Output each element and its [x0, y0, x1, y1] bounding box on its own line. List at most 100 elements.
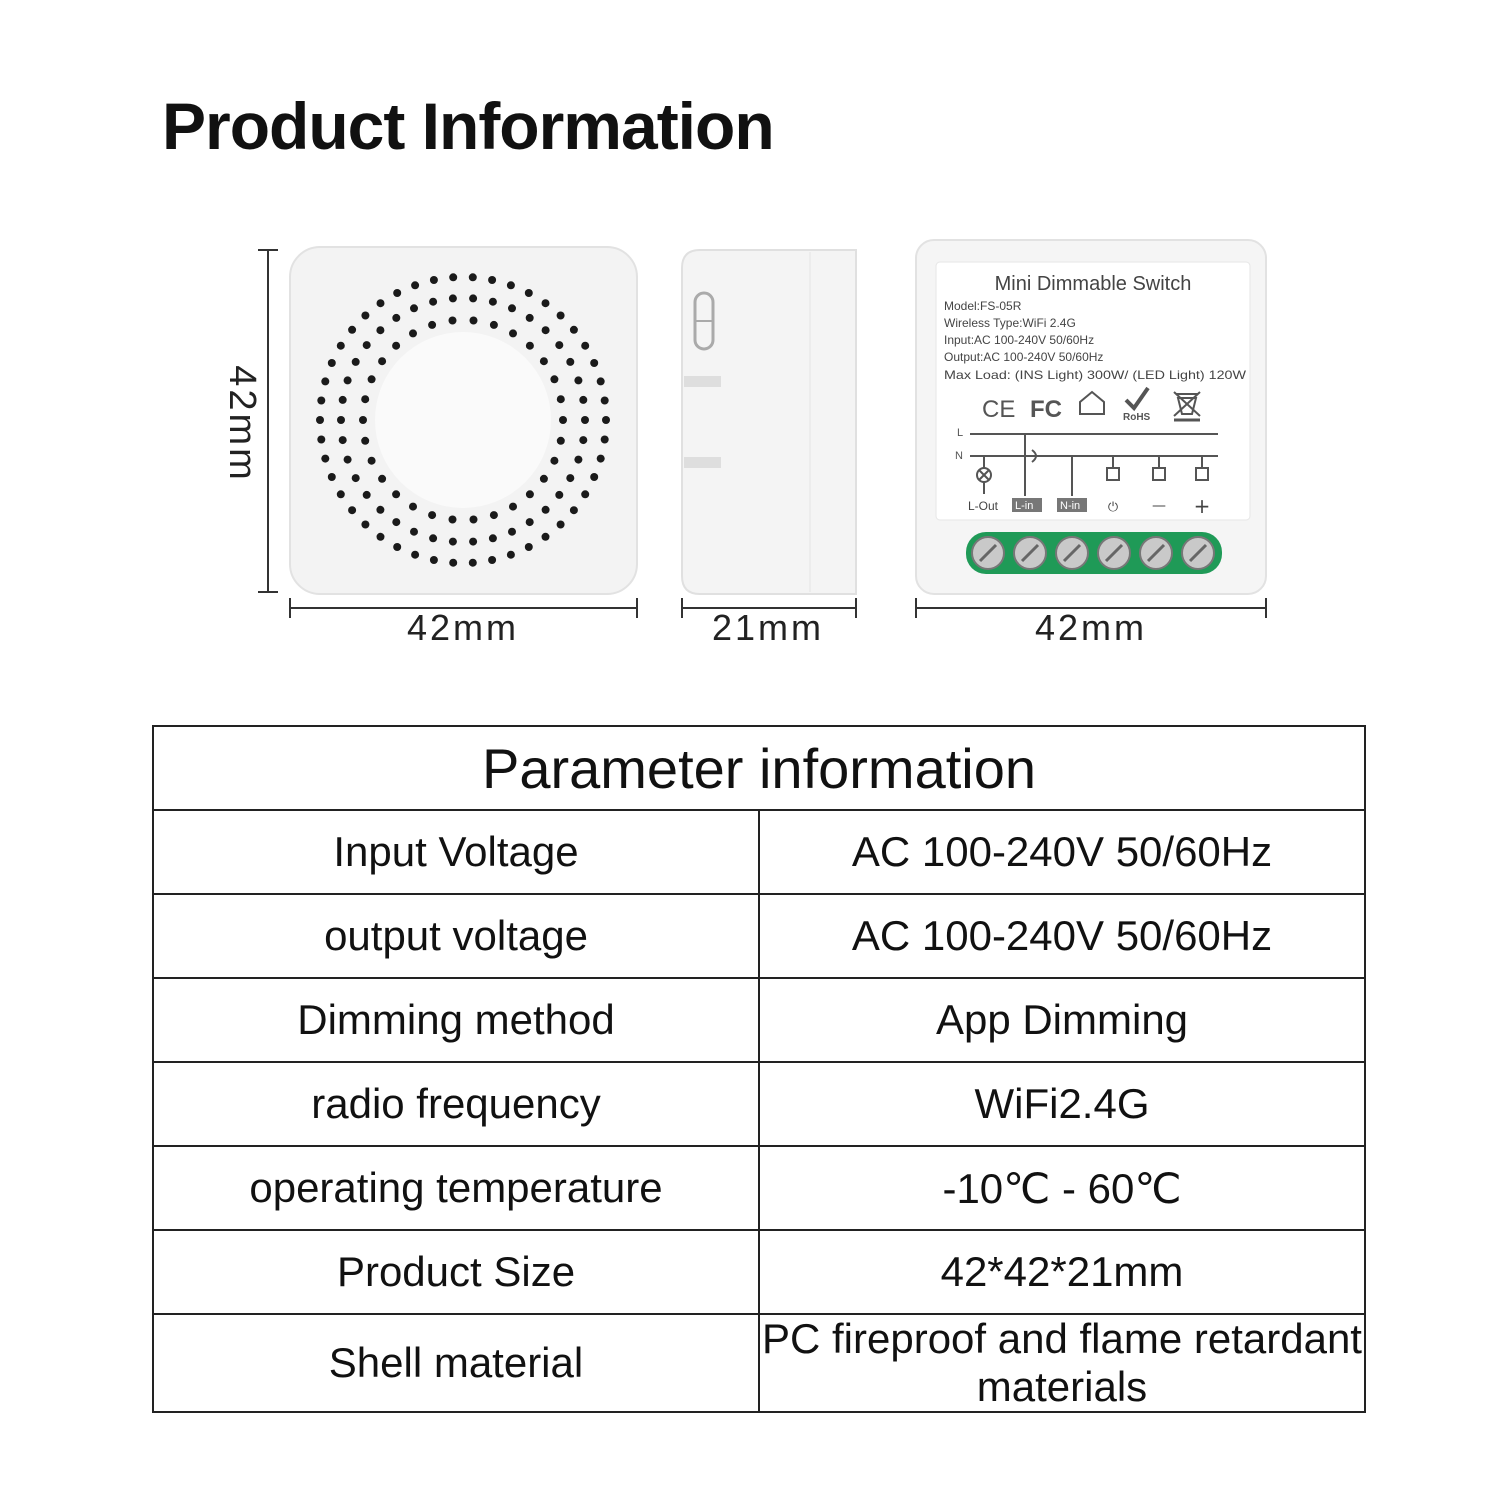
- rohs-check-icon: [1124, 386, 1150, 412]
- back-width-dimension: [915, 598, 1267, 618]
- screw-slot: [1020, 543, 1040, 563]
- fc-mark-icon: FC: [1030, 396, 1062, 423]
- minus-terminal-icon: —: [1152, 498, 1166, 514]
- back-label-line: Input:AC 100-240V 50/60Hz: [944, 333, 1094, 347]
- table-header-row: Parameter information: [152, 725, 1366, 811]
- grille-hole: [489, 511, 498, 520]
- grille-hole: [449, 558, 458, 567]
- grille-hole: [448, 316, 457, 325]
- param-value: PC fireproof and flame retardant materia…: [758, 1313, 1366, 1413]
- back-label-line: Max Load: (INS Light) 300W/ (LED Light) …: [944, 368, 1247, 382]
- grille-hole: [539, 474, 548, 483]
- screw-slot: [1188, 543, 1208, 563]
- table-row: Product Size 42*42*21mm: [152, 1229, 1366, 1315]
- terminal-lin-label: L-in: [1015, 500, 1033, 512]
- back-label-line: Wireless Type:WiFi 2.4G: [944, 316, 1076, 330]
- grille-hole: [524, 543, 533, 551]
- grille-hole: [338, 436, 347, 445]
- wiring-diagram: [970, 433, 1218, 496]
- grille-hole: [541, 532, 550, 541]
- grille-hole: [525, 341, 534, 350]
- grille-hole: [525, 490, 534, 499]
- grille-hole: [556, 395, 565, 404]
- grille-hole: [569, 506, 578, 515]
- table-row: Shell material PC fireproof and flame re…: [152, 1313, 1366, 1413]
- grille-hole: [469, 515, 478, 524]
- grille-hole: [361, 436, 370, 445]
- param-value: AC 100-240V 50/60Hz: [758, 809, 1366, 895]
- table-row: output voltage AC 100-240V 50/60Hz: [152, 893, 1366, 979]
- screw-slot: [1146, 543, 1166, 563]
- terminal-screws: [971, 536, 1215, 570]
- grille-hole: [555, 341, 564, 350]
- grille-hole: [489, 320, 498, 329]
- grille-hole: [556, 311, 565, 320]
- terminal-nin-label: N-in: [1060, 500, 1080, 512]
- grille-hole: [337, 416, 345, 424]
- grille-hole: [541, 505, 550, 514]
- grille-hole: [525, 313, 534, 322]
- back-label-title: Mini Dimmable Switch: [995, 273, 1192, 295]
- grille-hole: [541, 326, 550, 335]
- param-label: Input Voltage: [152, 809, 760, 895]
- wire-l-label: L: [957, 427, 963, 439]
- grille-hole: [392, 490, 401, 499]
- screw-slot: [1062, 543, 1082, 563]
- grille-hole: [508, 304, 516, 313]
- front-height-dimension: [258, 249, 278, 593]
- speaker-grille: [316, 273, 610, 567]
- grille-hole: [581, 341, 590, 350]
- param-label: Product Size: [152, 1229, 760, 1315]
- grille-hole: [378, 357, 387, 366]
- grille-hole: [359, 416, 367, 424]
- grille-hole: [376, 326, 385, 335]
- grille-hole: [488, 297, 497, 306]
- grille-hole: [590, 473, 599, 481]
- parameter-table: Parameter information Input Voltage AC 1…: [152, 725, 1366, 1413]
- grille-hole: [569, 325, 578, 334]
- power-terminal-icon: ⏻: [1108, 500, 1118, 515]
- param-label: radio frequency: [152, 1061, 760, 1147]
- grille-hole: [550, 456, 559, 465]
- grille-hole: [429, 276, 438, 284]
- grille-hole: [468, 558, 477, 567]
- grille-hole: [539, 357, 548, 366]
- table-heading: Parameter information: [152, 725, 1366, 811]
- grille-hole: [336, 490, 345, 499]
- param-label: operating temperature: [152, 1145, 760, 1231]
- front-width-label: 42mm: [407, 607, 519, 648]
- grille-hole: [362, 490, 371, 499]
- param-value: -10℃ - 60℃: [758, 1145, 1366, 1231]
- grille-hole: [596, 454, 605, 463]
- table-row: Input Voltage AC 100-240V 50/60Hz: [152, 809, 1366, 895]
- grille-hole: [581, 416, 589, 424]
- grille-hole: [468, 273, 477, 282]
- grille-hole: [338, 395, 347, 404]
- grille-hole: [361, 311, 370, 320]
- grille-hole: [488, 556, 497, 564]
- back-width-label: 42mm: [1035, 607, 1147, 648]
- weee-bin-icon: [1173, 391, 1201, 422]
- grille-hole: [469, 316, 478, 325]
- grille-hole: [392, 518, 401, 527]
- grille-hole: [469, 537, 478, 546]
- grille-hole: [409, 329, 417, 338]
- grille-hole: [327, 359, 336, 367]
- grille-hole: [367, 375, 376, 384]
- grille-hole: [392, 313, 401, 322]
- grille-hole: [392, 341, 401, 350]
- grille-hole: [429, 534, 438, 543]
- grille-hole: [449, 273, 458, 282]
- param-value: AC 100-240V 50/60Hz: [758, 893, 1366, 979]
- plus-terminal-icon: +: [1194, 494, 1211, 518]
- grille-hole: [541, 299, 550, 308]
- grille-hole: [574, 376, 583, 385]
- grille-hole: [508, 527, 516, 536]
- grille-hole: [411, 550, 420, 559]
- back-label-line: Output:AC 100-240V 50/60Hz: [944, 350, 1103, 364]
- grille-hole: [574, 455, 583, 464]
- grille-hole: [410, 304, 418, 313]
- param-label: Dimming method: [152, 977, 760, 1063]
- grille-hole: [559, 416, 567, 424]
- grille-hole: [590, 359, 599, 367]
